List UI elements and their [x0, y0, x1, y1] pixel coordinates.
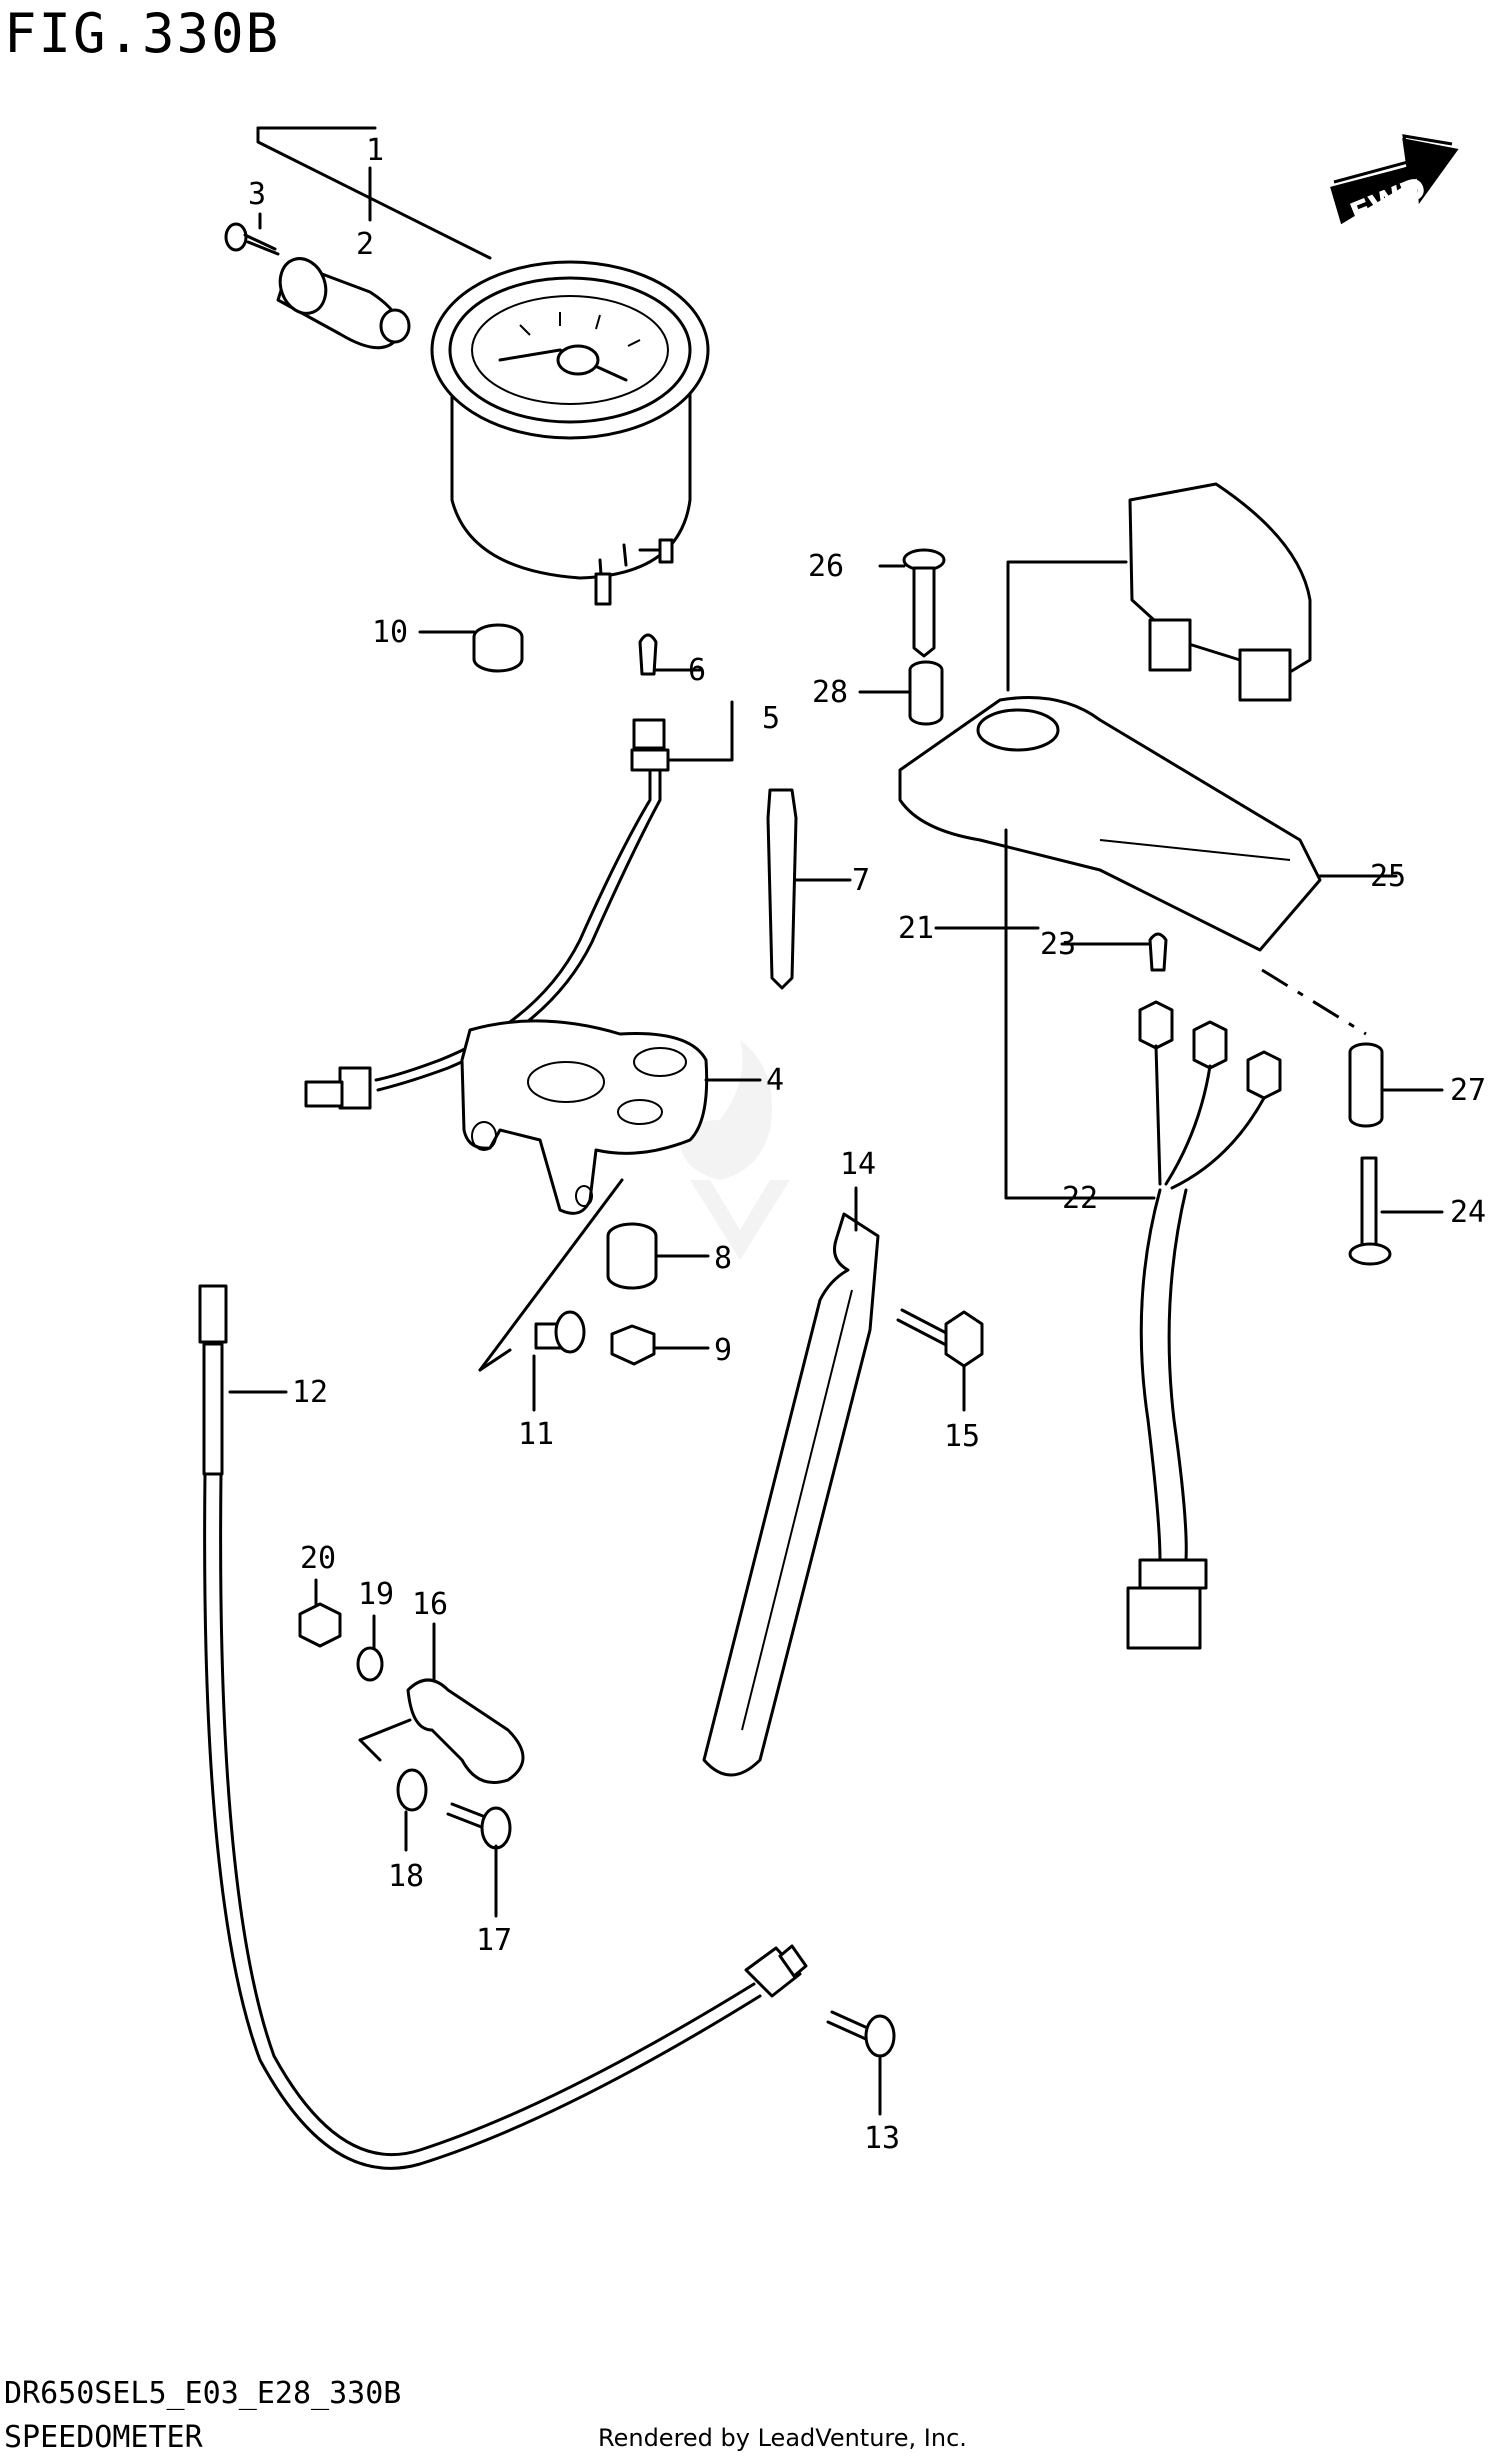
screw-24	[1348, 1156, 1392, 1266]
callout-5: 5	[762, 701, 780, 736]
speedometer-cable-12	[198, 1284, 808, 2170]
callout-11: 11	[518, 1417, 554, 1452]
callout-27: 27	[1450, 1073, 1486, 1108]
callout-2: 2	[356, 227, 374, 262]
figure-title: FIG.330B	[4, 2, 281, 65]
bracket-14	[702, 1212, 880, 1777]
callout-13: 13	[864, 2121, 900, 2156]
bolt-15	[896, 1308, 984, 1368]
render-credit: Rendered by LeadVenture, Inc.	[598, 2424, 967, 2452]
callout-3: 3	[248, 177, 266, 212]
callout-17: 17	[476, 1923, 512, 1958]
screw-3	[224, 222, 280, 256]
screw-17	[446, 1802, 512, 1850]
callout-16: 16	[412, 1587, 448, 1622]
callout-22: 22	[1062, 1181, 1098, 1216]
grommet-8	[606, 1222, 658, 1290]
callout-14: 14	[840, 1147, 876, 1182]
callout-23: 23	[1040, 927, 1076, 962]
clamp-16	[406, 1678, 525, 1784]
meter-bracket-4	[460, 1019, 709, 1215]
bolt-11	[534, 1310, 586, 1354]
washer-19	[356, 1646, 384, 1682]
callout-8: 8	[714, 1241, 732, 1276]
nut-20	[298, 1602, 342, 1648]
callout-26: 26	[808, 549, 844, 584]
callout-18: 18	[388, 1859, 424, 1894]
leader-lines	[228, 166, 1444, 2116]
callout-6: 6	[688, 653, 706, 688]
collar-27	[1348, 1042, 1384, 1128]
washer-18	[396, 1768, 428, 1812]
indicator-unit-25	[898, 482, 1322, 952]
callout-15: 15	[944, 1419, 980, 1454]
nut-9	[610, 1324, 656, 1366]
model-code: DR650SEL5_E03_E28_330B	[4, 2376, 402, 2411]
callout-12: 12	[292, 1375, 328, 1410]
screw-26	[902, 548, 946, 658]
bulb-6	[638, 633, 658, 676]
bulb-23	[1148, 932, 1168, 972]
speedometer-gauge	[430, 260, 710, 606]
callout-28: 28	[812, 675, 848, 710]
callout-20: 20	[300, 1541, 336, 1576]
callout-21: 21	[898, 911, 934, 946]
trip-knob	[276, 257, 411, 350]
socket-lead-5	[304, 718, 670, 1110]
section-name: SPEEDOMETER	[4, 2420, 203, 2455]
callout-9: 9	[714, 1333, 732, 1368]
callout-1: 1	[366, 133, 384, 168]
callout-7: 7	[852, 863, 870, 898]
callout-25: 25	[1370, 859, 1406, 894]
fwd-badge: FWD	[1330, 134, 1459, 232]
screw-13	[826, 2010, 896, 2058]
callout-19: 19	[358, 1577, 394, 1612]
callout-4: 4	[766, 1063, 784, 1098]
collar-28	[908, 660, 944, 726]
cable-tie-7	[766, 788, 798, 990]
watermark-logo	[680, 1040, 790, 1260]
cap-10	[472, 623, 524, 673]
wiring-harness-22	[1126, 1000, 1282, 1650]
callout-24: 24	[1450, 1195, 1486, 1230]
callout-10: 10	[372, 615, 408, 650]
